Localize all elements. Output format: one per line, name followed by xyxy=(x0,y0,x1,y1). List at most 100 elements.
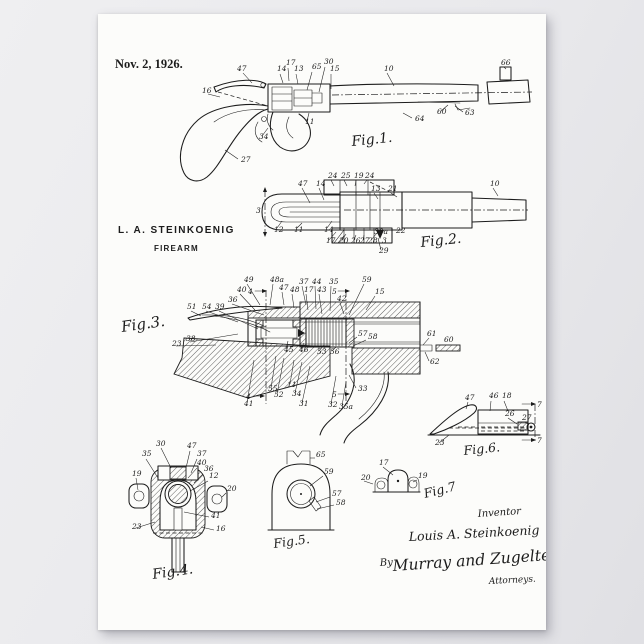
part-number-35: 35 xyxy=(142,449,152,458)
patent-poster: Nov. 2, 1926. L. A. STEINKOENIG FIREARM xyxy=(98,14,546,630)
attorneys-label: Attorneys. xyxy=(488,575,537,588)
part-number-13: 13 xyxy=(371,184,381,193)
leader-line xyxy=(423,338,429,345)
part-number-38: 38 xyxy=(186,334,196,343)
part-number-59: 59 xyxy=(362,275,372,284)
figure-2: Fig.2. 242519244714132110312111417202627… xyxy=(256,171,528,255)
part-number-65: 65 xyxy=(312,62,322,71)
leader-line xyxy=(493,188,498,196)
part-number-10: 10 xyxy=(384,64,394,73)
part-number-20: 20 xyxy=(360,473,371,482)
figure-3: Fig.3. 4948a4044748374435174354259155154… xyxy=(119,275,460,443)
part-number-51: 51 xyxy=(187,302,197,311)
part-number-15: 15 xyxy=(375,287,385,296)
part-number-27: 27 xyxy=(521,413,532,422)
part-number-48: 48 xyxy=(289,285,300,294)
leader-line xyxy=(425,352,429,361)
part-number-21: 21 xyxy=(387,184,398,193)
figure-7: Fig.7 172019 xyxy=(360,458,457,501)
leader-line xyxy=(307,72,312,90)
leader-line xyxy=(296,74,298,84)
figure-6: Fig.6. 47461872627723 xyxy=(428,391,542,458)
part-number-35a: 35a xyxy=(339,402,353,411)
part-number-30a: 30a xyxy=(374,227,388,236)
part-number-12: 12 xyxy=(209,471,219,480)
part-number-20: 20 xyxy=(226,484,237,493)
leader-line xyxy=(374,193,378,199)
part-number-14: 14 xyxy=(316,179,326,188)
fig7-caption: Fig.7 xyxy=(421,478,457,501)
part-number-19: 19 xyxy=(418,471,428,480)
part-number-17: 17 xyxy=(304,285,314,294)
part-number-18: 18 xyxy=(502,391,512,400)
part-number-62: 62 xyxy=(430,357,440,366)
part-number-17: 17 xyxy=(326,236,336,245)
leader-line xyxy=(310,476,323,486)
part-number-19: 19 xyxy=(132,469,142,478)
part-number-10: 10 xyxy=(490,179,500,188)
part-number-49: 49 xyxy=(243,275,254,284)
leader-line xyxy=(316,497,330,502)
part-number-66: 66 xyxy=(501,58,511,67)
leader-line xyxy=(317,505,334,509)
fig3-caption: Fig.3. xyxy=(119,312,166,336)
part-number-56: 56 xyxy=(330,347,340,356)
part-number-46: 46 xyxy=(298,345,309,354)
leader-line xyxy=(455,106,463,112)
part-number-35: 35 xyxy=(329,277,339,286)
part-number-59: 59 xyxy=(324,467,334,476)
part-number-30: 30 xyxy=(156,439,166,448)
part-number-47: 47 xyxy=(186,441,197,450)
leader-line xyxy=(292,294,294,308)
leader-line xyxy=(161,448,171,468)
leader-line xyxy=(403,113,412,118)
part-number-57: 57 xyxy=(358,329,368,338)
part-number-7: 7 xyxy=(537,436,542,445)
part-number-16: 16 xyxy=(216,524,226,533)
part-number-25: 25 xyxy=(340,171,351,180)
part-number-61: 61 xyxy=(427,329,437,338)
leader-line xyxy=(282,292,284,305)
leader-line xyxy=(302,188,310,203)
part-number-39: 39 xyxy=(215,302,225,311)
figure-5: Fig.5. 65595758 xyxy=(268,450,346,551)
part-number-4: 4 xyxy=(247,287,253,296)
part-number-64: 64 xyxy=(415,114,425,123)
part-number-26: 26 xyxy=(504,409,515,418)
part-number-11: 11 xyxy=(305,117,315,126)
part-number-43: 43 xyxy=(316,285,327,294)
part-number-33: 33 xyxy=(358,384,368,393)
part-number-37: 37 xyxy=(197,449,207,458)
attorney-signature: Murray and Zugelter xyxy=(391,545,546,575)
leader-line xyxy=(288,68,289,81)
part-number-28: 28 xyxy=(367,236,378,245)
part-number-15: 15 xyxy=(330,64,340,73)
part-number-47: 47 xyxy=(236,64,247,73)
part-number-3: 3 xyxy=(256,206,261,215)
fig1-caption: Fig.1. xyxy=(350,130,393,150)
part-number-14: 14 xyxy=(324,225,334,234)
part-number-34: 34 xyxy=(259,132,269,141)
leader-line xyxy=(186,451,190,468)
part-number-54: 54 xyxy=(202,302,212,311)
part-number-65: 65 xyxy=(316,450,326,459)
part-number-60: 60 xyxy=(444,335,454,344)
leader-line xyxy=(225,150,238,159)
fig2-caption: Fig.2. xyxy=(419,231,462,251)
part-number-24: 24 xyxy=(327,171,338,180)
part-number-7: 7 xyxy=(537,400,542,409)
leader-line xyxy=(353,340,366,346)
leader-line xyxy=(364,180,367,184)
leader-line xyxy=(280,74,283,83)
part-number-32: 32 xyxy=(328,400,338,409)
part-number-11: 11 xyxy=(294,225,304,234)
part-number-22: 22 xyxy=(395,226,406,235)
part-number-23: 23 xyxy=(131,522,142,531)
part-number-40: 40 xyxy=(236,285,247,294)
part-number-11: 11 xyxy=(287,380,297,389)
part-number-23: 23 xyxy=(171,339,182,348)
part-number-47: 47 xyxy=(278,283,289,292)
part-number-63: 63 xyxy=(465,108,475,117)
part-number-46: 46 xyxy=(488,391,499,400)
